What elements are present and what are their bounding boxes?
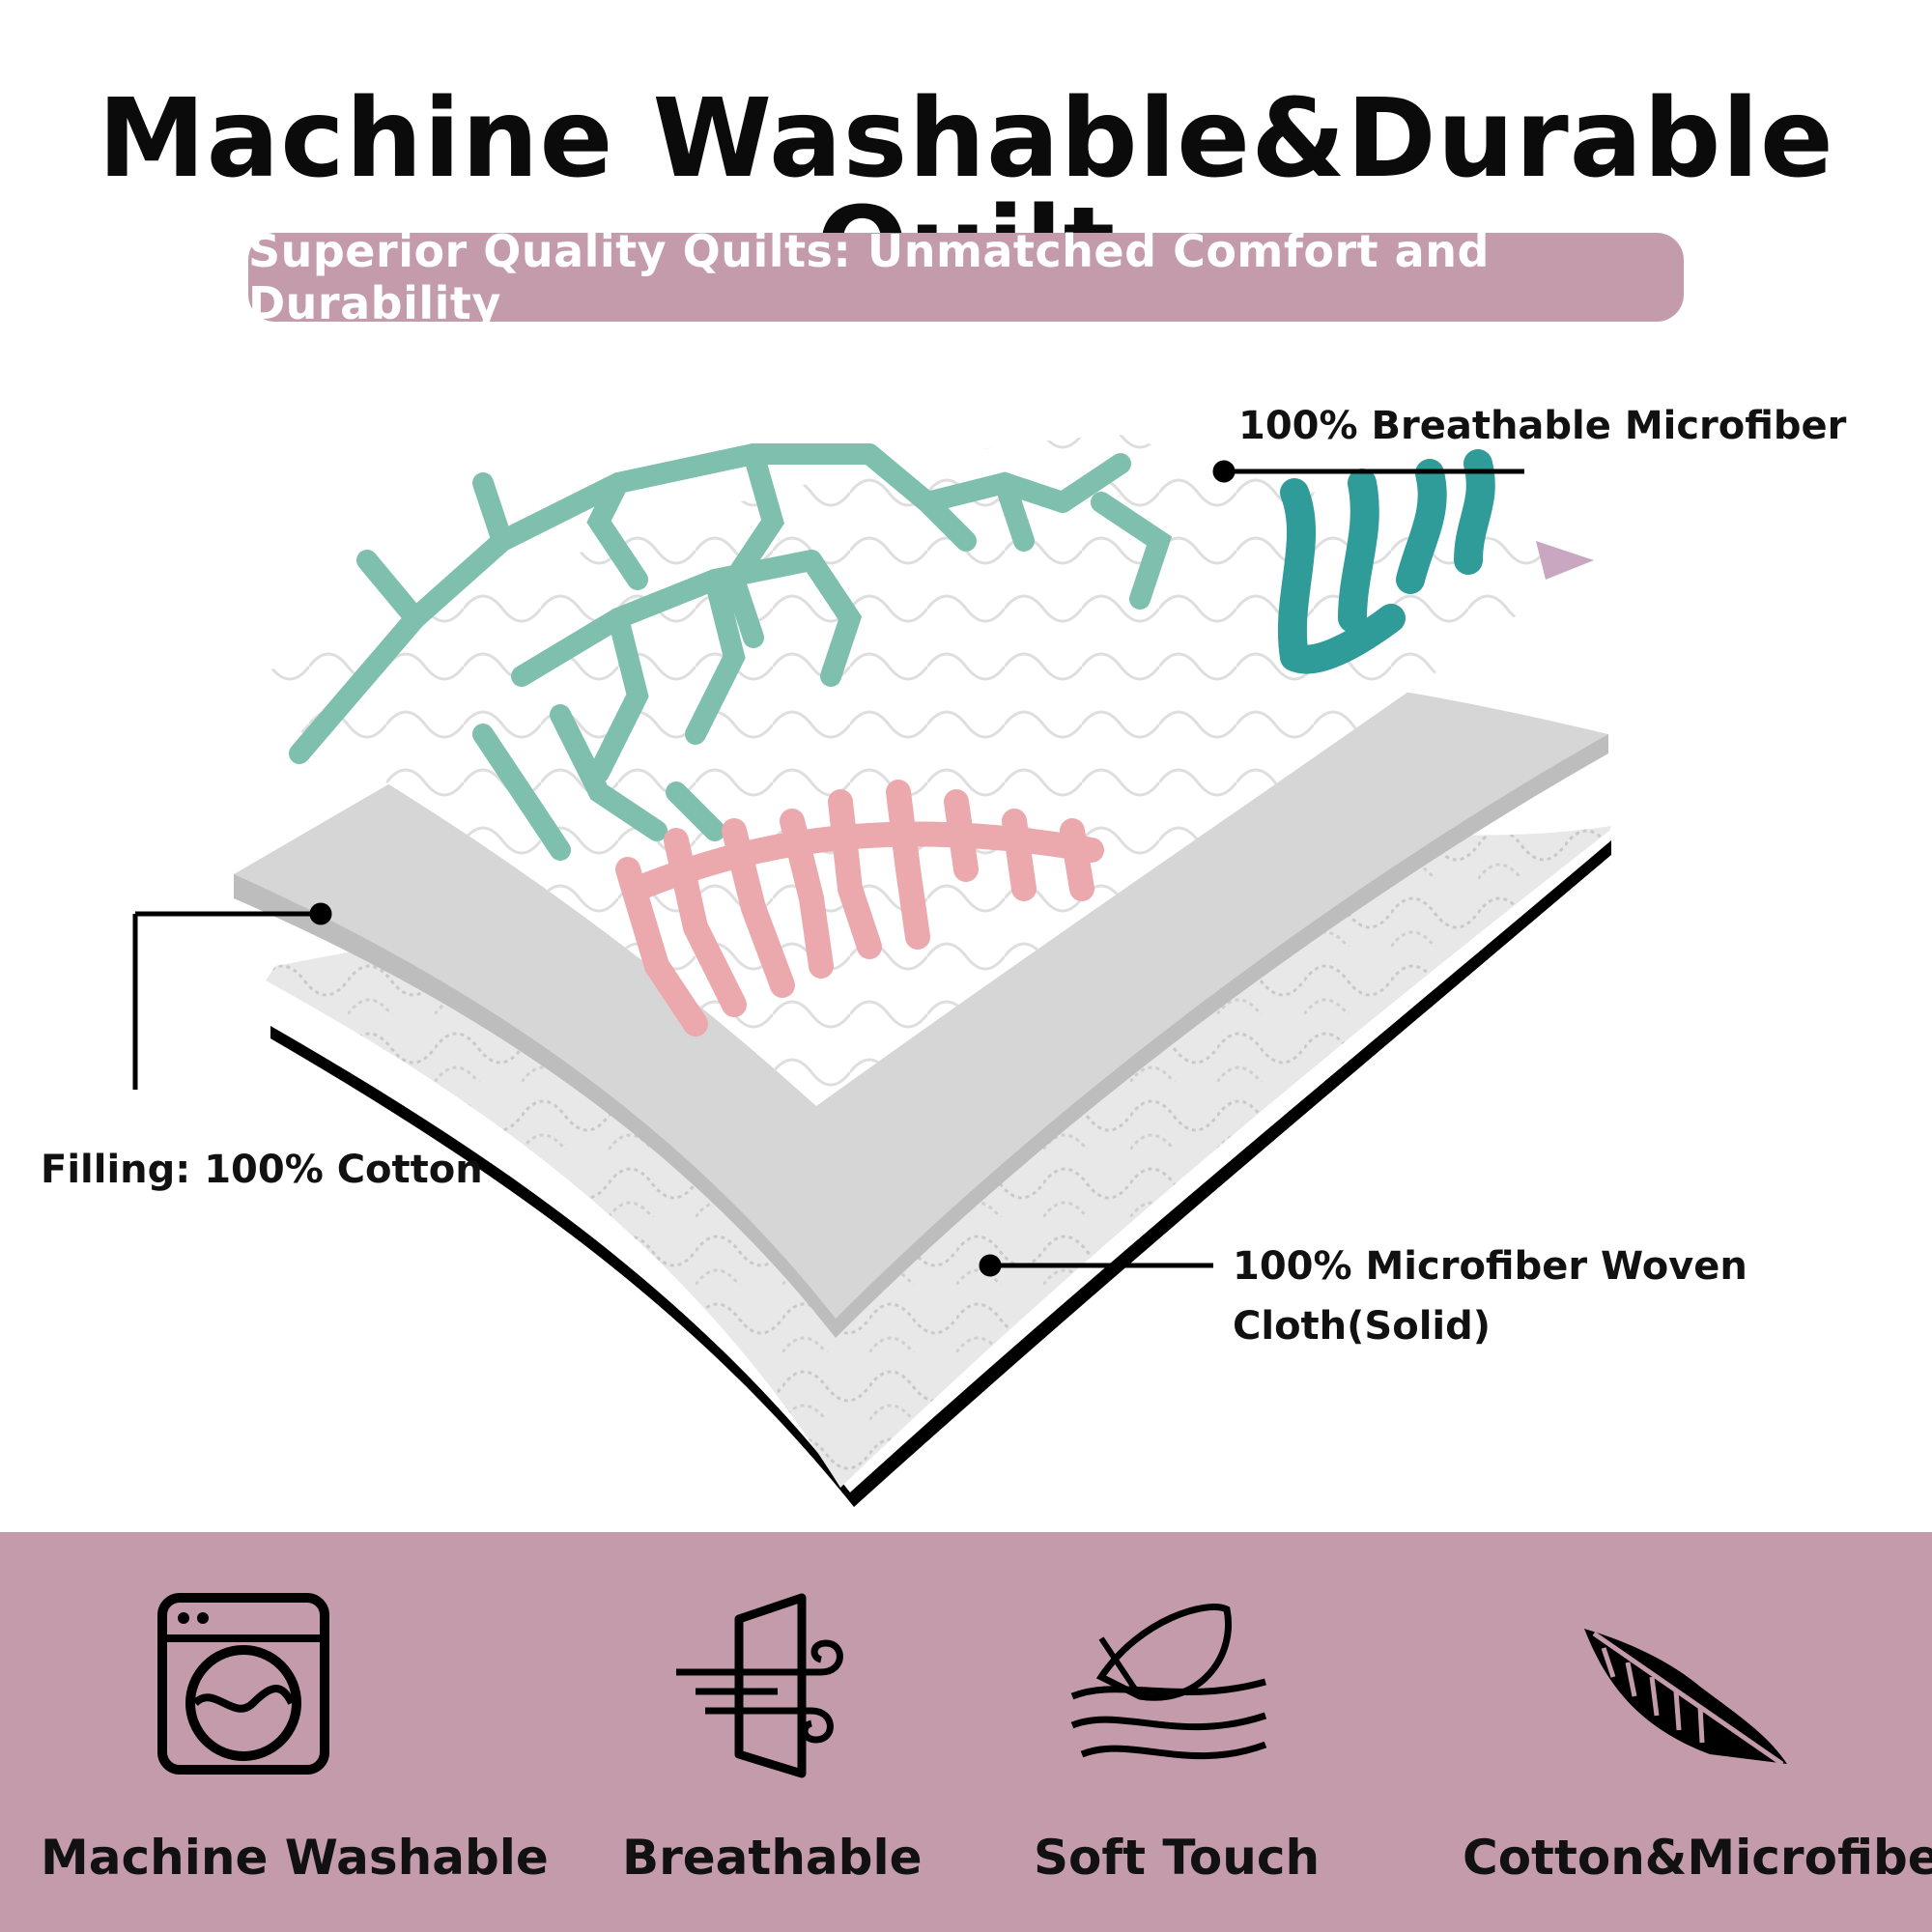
coral-pink-pattern [615,780,1104,1037]
subtitle-banner: Superior Quality Quilts: Unmatched Comfo… [248,225,1684,329]
bottom-layer-label: 100% Microfiber Woven Cloth(Solid) [1233,1236,1747,1356]
feature-cotton-microfiber: Cotton&Microfiber [1401,1532,1932,1932]
feature-label: Soft Touch [1034,1830,1321,1886]
top-layer-label: 100% Breathable Microfiber [1238,404,1847,448]
coral-teal-pattern [289,443,1173,861]
feature-machine-washable: Machine Washable [0,1532,549,1932]
bottom-layer-label-line2: Cloth(Solid) [1233,1304,1492,1349]
feature-label: Cotton&Microfiber [1463,1830,1932,1886]
callout-top [1212,460,1524,483]
callout-bottom [979,1254,1213,1277]
filling-layer-label: Filling: 100% Cotton [41,1148,483,1192]
feature-soft-touch: Soft Touch [976,1532,1401,1932]
feather-icon [1584,1629,1787,1767]
bottom-layer-label-line1: 100% Microfiber Woven [1233,1244,1747,1289]
washing-machine-icon [157,1593,329,1775]
features-band: Machine Washable Breathable Soft Touch [0,1532,1932,1932]
feature-breathable: Breathable [522,1532,976,1932]
breathable-door-wind-icon [676,1593,843,1778]
coral-lilac-accent [1536,541,1594,580]
feather-soft-layers-icon [1070,1604,1267,1760]
coral-dark-teal-pattern [1277,449,1495,674]
feature-label: Machine Washable [41,1830,549,1886]
quilt-layers-illustration [132,435,1611,1507]
feature-label: Breathable [622,1830,923,1886]
subtitle-text: Superior Quality Quilts: Unmatched Comfo… [248,225,1490,329]
callout-filling [132,902,332,1090]
